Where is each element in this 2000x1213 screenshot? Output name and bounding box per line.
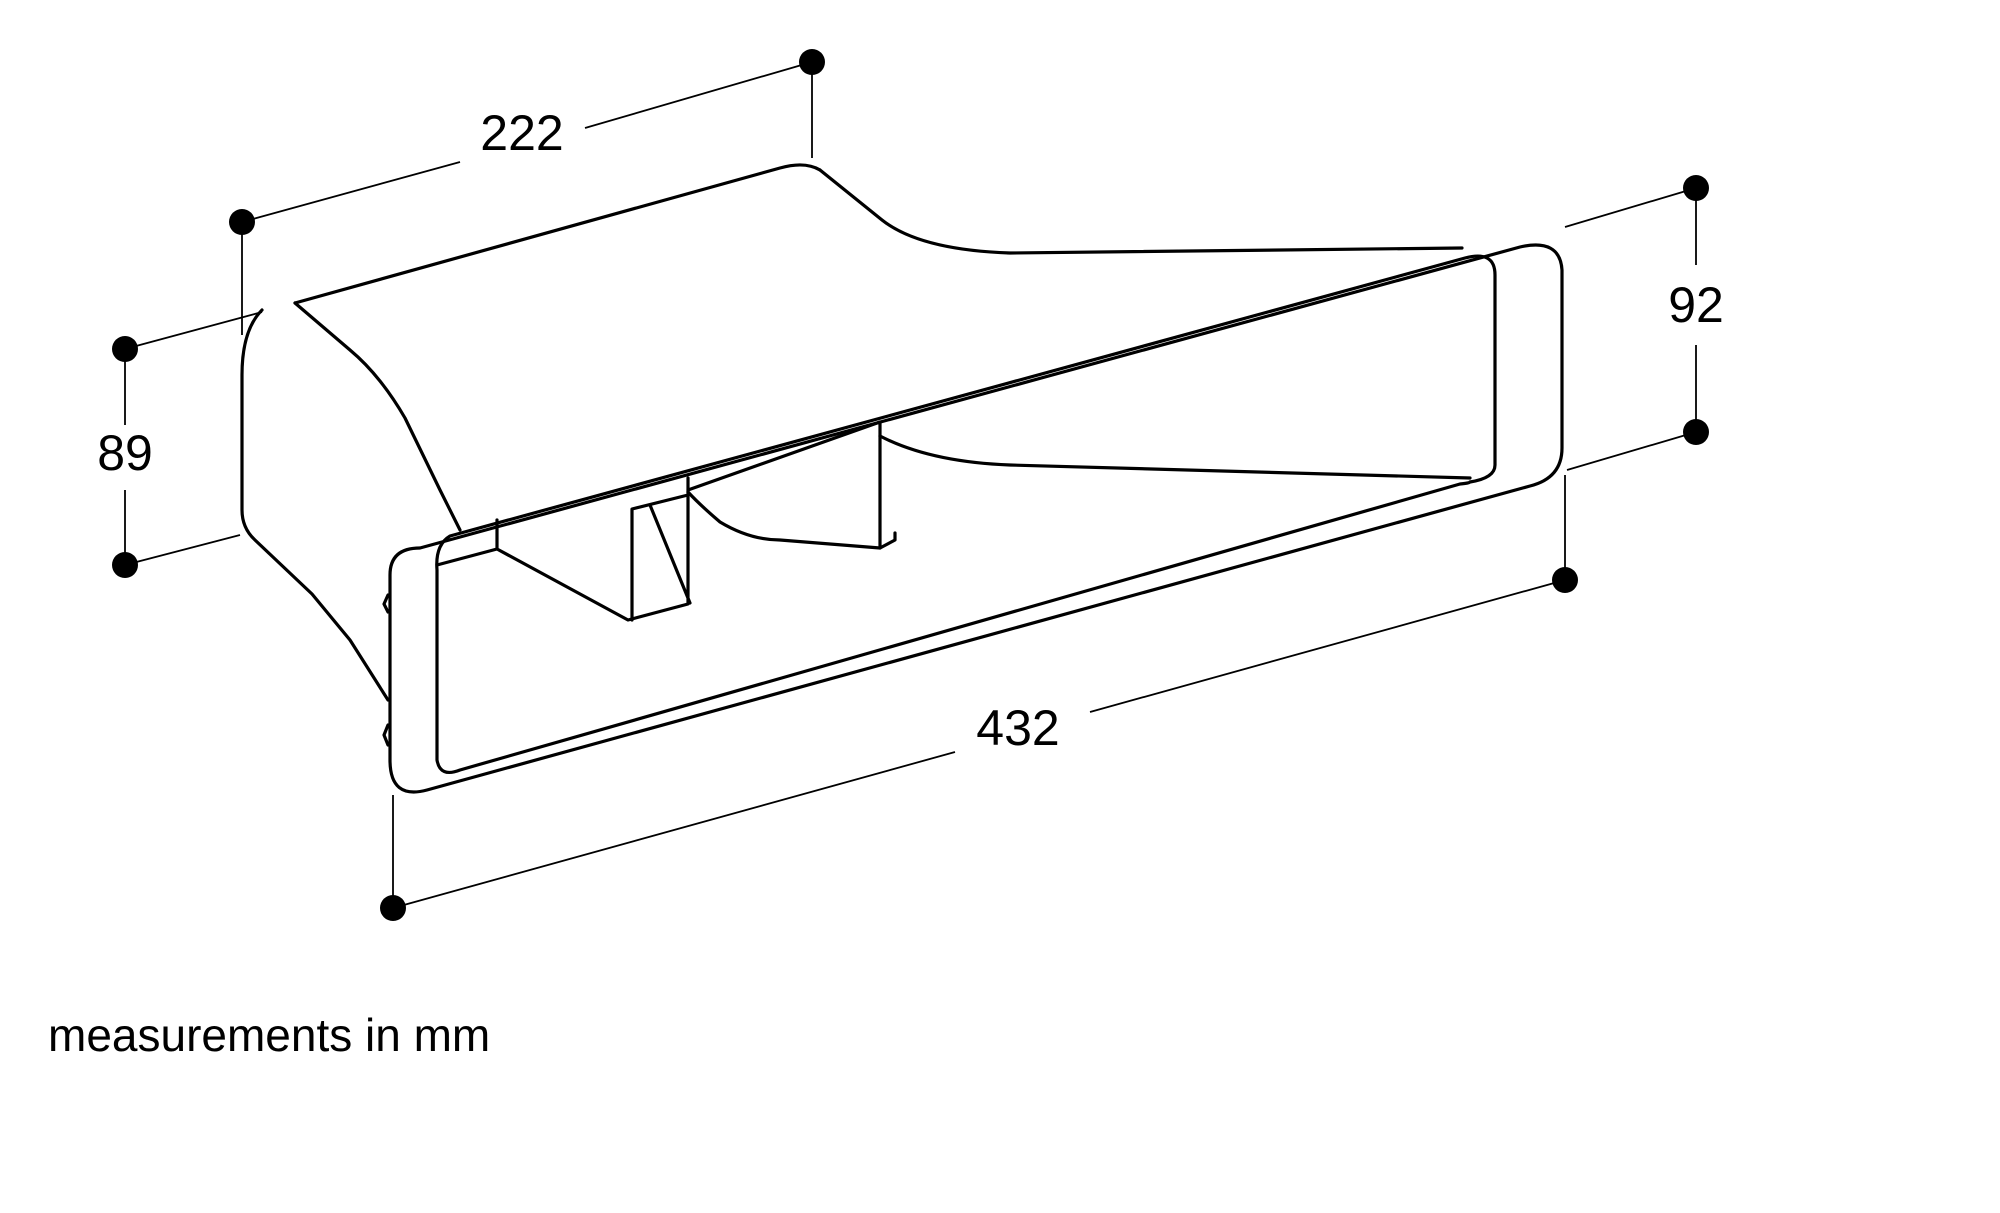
dim-89-bottom-dot: [112, 552, 138, 578]
dimension-432: 432: [380, 475, 1578, 921]
dim-89-top-dot: [112, 336, 138, 362]
duct-top-edge: [293, 163, 822, 305]
duct-left-side-curve: [293, 301, 462, 532]
dim-92-bottom-dot: [1683, 419, 1709, 445]
front-frame-inner: [435, 254, 1497, 774]
dim-92-label: 92: [1668, 277, 1724, 333]
dimension-92: 92: [1564, 175, 1724, 471]
duct-top-curve: [818, 168, 1464, 255]
units-note: measurements in mm: [48, 1009, 491, 1061]
dim-92-top-dot: [1683, 175, 1709, 201]
duct-left-notch: [382, 593, 390, 747]
dim-222-start-dot: [229, 209, 255, 235]
dim-432-label: 432: [976, 700, 1059, 756]
dim-222-end-dot: [799, 49, 825, 75]
dim-222-label: 222: [480, 105, 563, 161]
dim-432-start-dot: [380, 895, 406, 921]
inner-opening-lines: [435, 420, 897, 622]
front-frame-outer: [388, 243, 1564, 794]
inner-right-curve: [878, 434, 1472, 480]
dim-432-end-dot: [1552, 567, 1578, 593]
dim-89-label: 89: [97, 425, 153, 481]
inner-curve: [686, 490, 882, 550]
dimension-89: 89: [97, 311, 263, 578]
duct-outline: [240, 163, 1564, 794]
dimension-222: 222: [229, 49, 825, 335]
duct-left-back: [240, 308, 390, 702]
